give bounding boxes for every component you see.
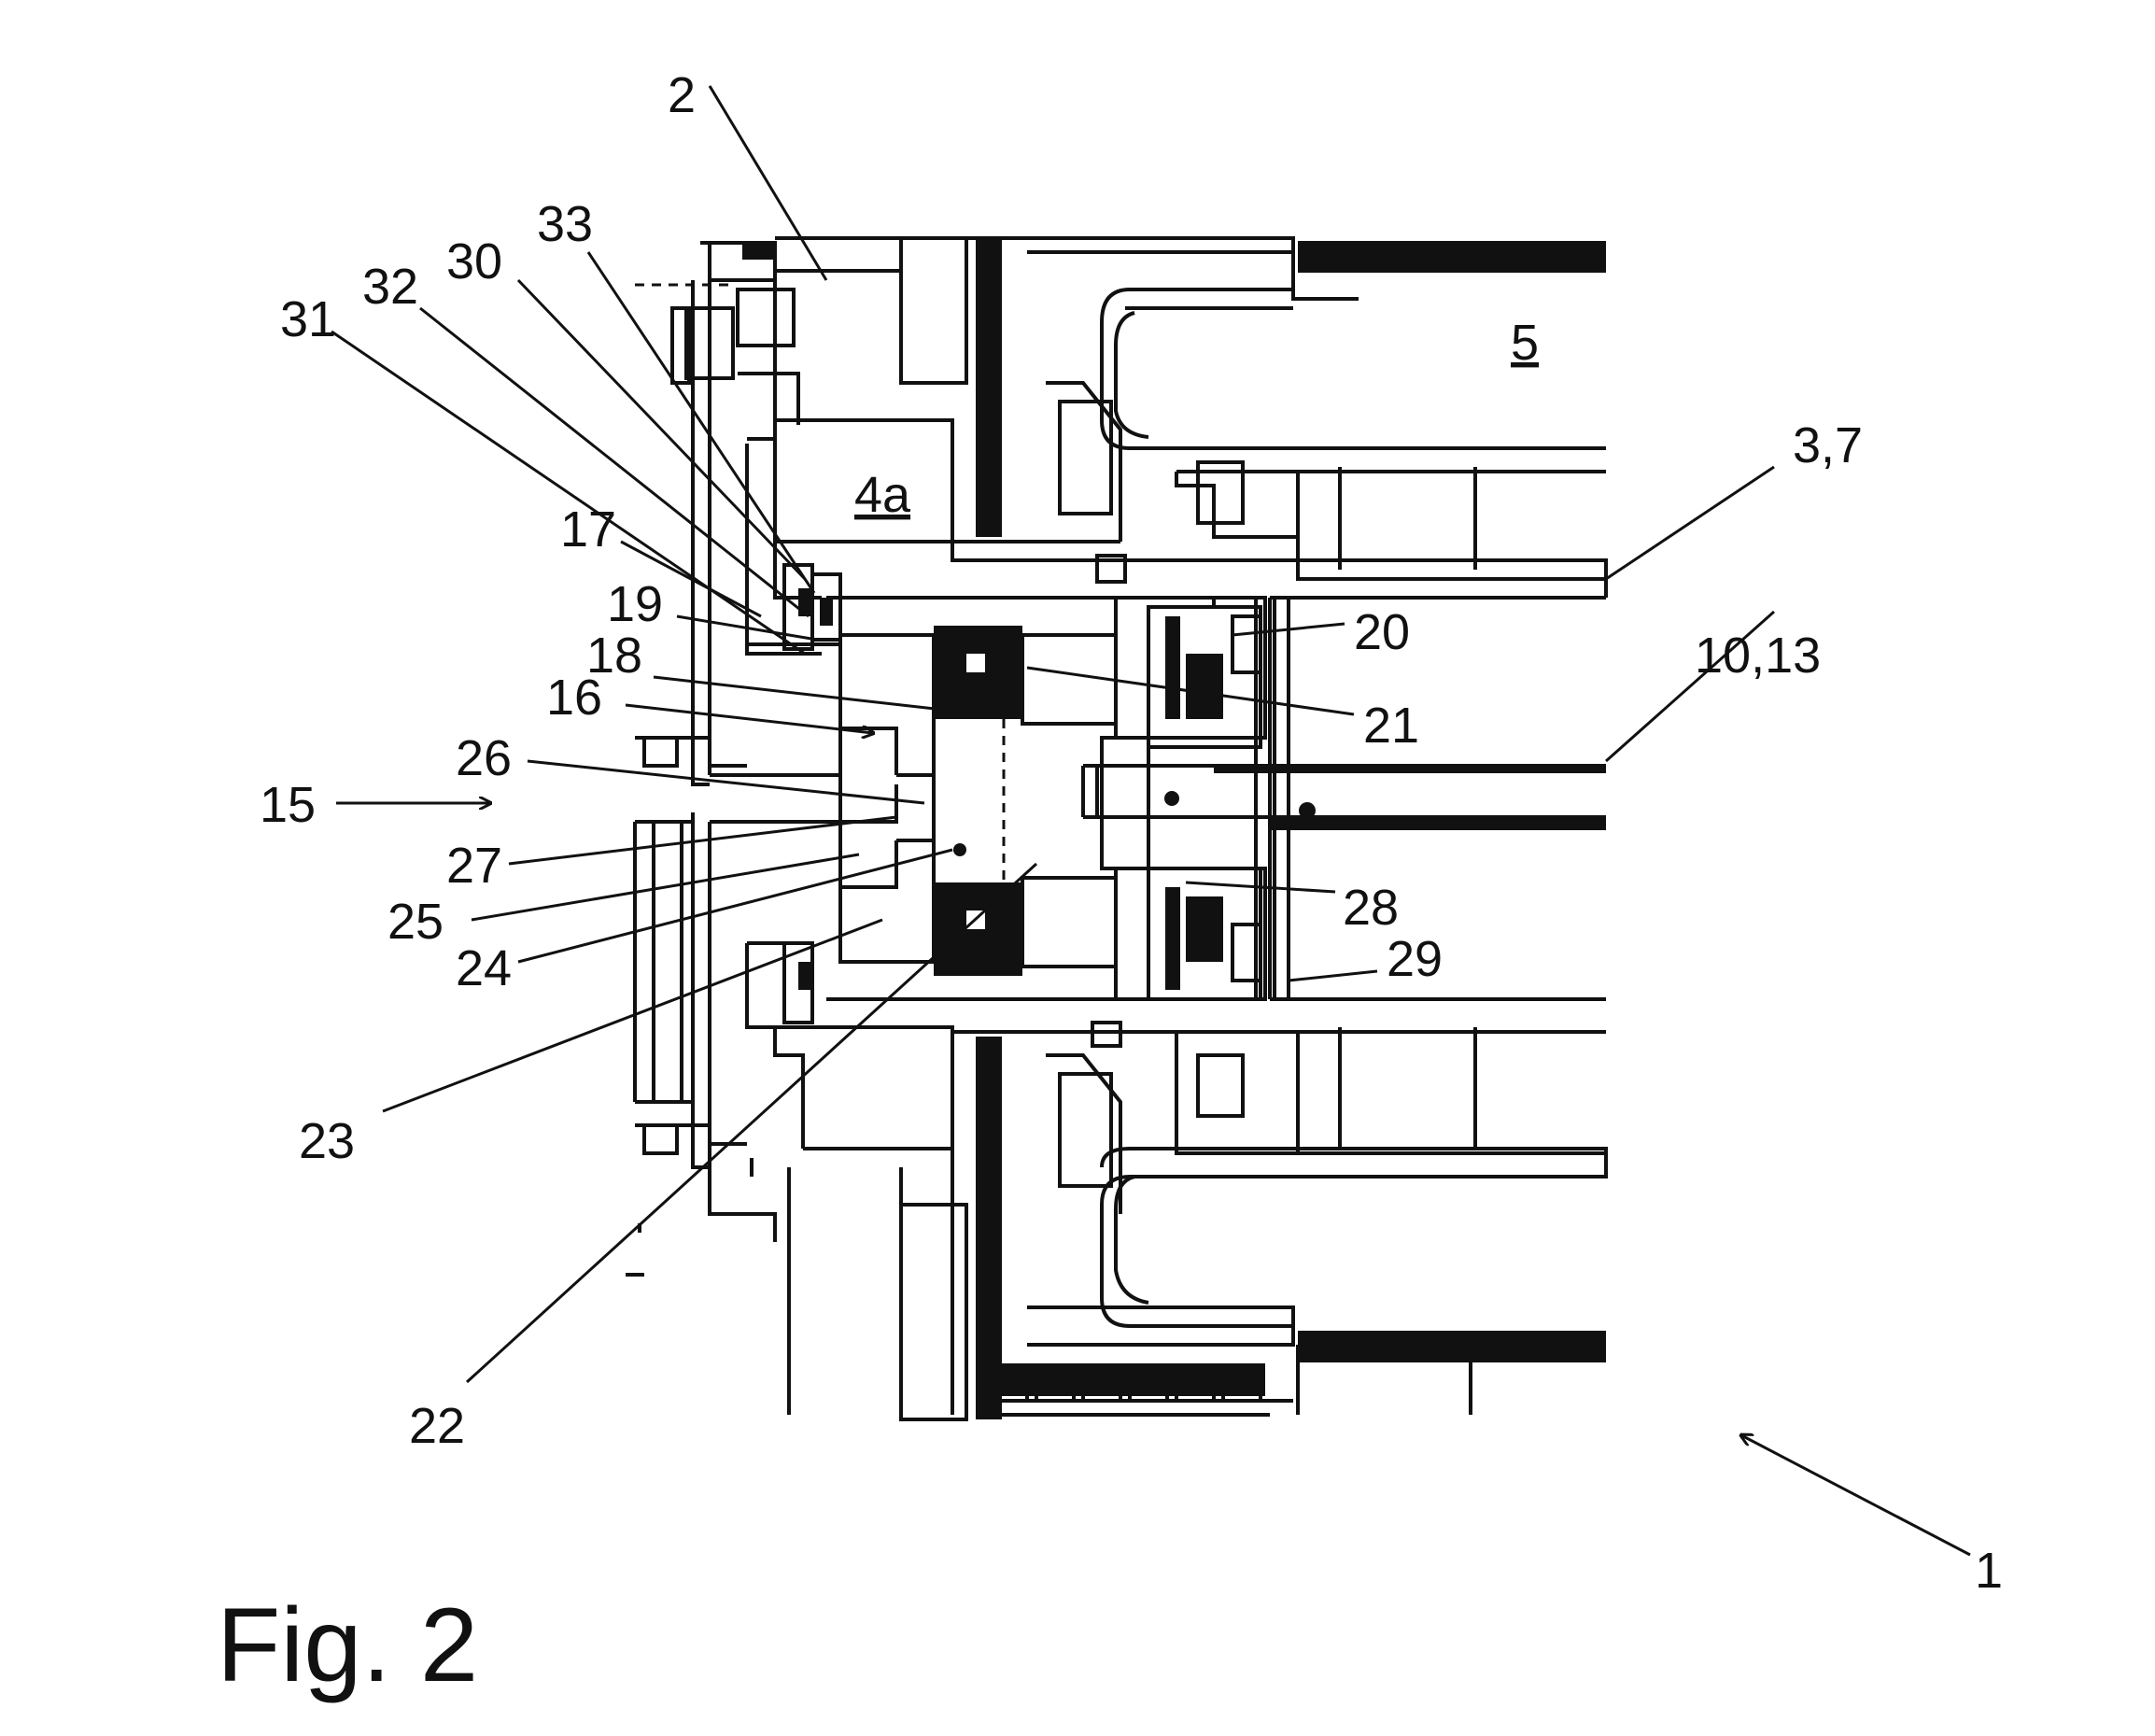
bottom-lines bbox=[626, 1149, 1472, 1415]
leader-29 bbox=[1288, 969, 1378, 982]
leader-23 bbox=[382, 918, 883, 1113]
leader-31 bbox=[331, 330, 806, 656]
label-3-7: 3,7 bbox=[1793, 417, 1863, 473]
shaft bbox=[1081, 764, 1606, 830]
label-5: 5 bbox=[1511, 315, 1539, 371]
leader-26 bbox=[527, 759, 925, 805]
leader-3-7 bbox=[1605, 465, 1775, 581]
chamber-4a bbox=[745, 418, 954, 656]
leader-27 bbox=[508, 815, 897, 866]
label-20: 20 bbox=[1354, 604, 1410, 660]
label-23: 23 bbox=[299, 1113, 355, 1169]
label-21: 21 bbox=[1363, 698, 1419, 754]
label-30: 30 bbox=[446, 233, 502, 289]
label-17: 17 bbox=[560, 501, 616, 557]
leader-33 bbox=[586, 251, 816, 594]
label-32: 32 bbox=[362, 259, 418, 315]
label-33: 33 bbox=[537, 196, 593, 252]
leader-lines bbox=[331, 85, 1971, 1557]
leader-1 bbox=[1741, 1435, 1971, 1557]
top-fitting bbox=[635, 241, 800, 425]
leader-30 bbox=[516, 278, 807, 581]
leader-32 bbox=[419, 306, 810, 618]
leader-16 bbox=[625, 703, 873, 733]
channel bbox=[1270, 596, 1606, 1001]
label-26: 26 bbox=[456, 730, 512, 786]
label-2: 2 bbox=[668, 67, 696, 123]
inlet-left bbox=[633, 736, 898, 1155]
leader-20 bbox=[1232, 622, 1345, 637]
leader-22 bbox=[465, 862, 1038, 1384]
bottom-grid bbox=[983, 1366, 1270, 1417]
label-19: 19 bbox=[607, 576, 663, 632]
leader-17 bbox=[620, 540, 762, 618]
upper-housing bbox=[700, 236, 1608, 598]
lower-housing bbox=[899, 1021, 1608, 1421]
reference-labels: 2 33 30 32 31 5 4a 3,7 17 19 20 18 16 21… bbox=[260, 67, 2003, 1599]
label-18: 18 bbox=[586, 628, 642, 684]
label-28: 28 bbox=[1343, 880, 1399, 936]
leader-19 bbox=[676, 614, 818, 642]
label-15: 15 bbox=[260, 777, 316, 833]
label-24: 24 bbox=[456, 940, 512, 996]
leader-25 bbox=[471, 853, 860, 922]
label-27: 27 bbox=[446, 838, 502, 894]
drawing-body bbox=[626, 236, 1608, 1421]
figure-caption: Fig. 2 bbox=[217, 1587, 478, 1703]
leader-24 bbox=[517, 848, 953, 964]
label-1: 1 bbox=[1975, 1543, 2003, 1599]
seal-package-bottom bbox=[708, 941, 954, 1242]
right-bearing bbox=[1100, 596, 1272, 1001]
leader-21 bbox=[1026, 666, 1355, 716]
label-29: 29 bbox=[1387, 931, 1443, 987]
label-31: 31 bbox=[280, 291, 336, 347]
label-25: 25 bbox=[387, 894, 444, 950]
leader-28 bbox=[1185, 881, 1336, 894]
leader-18 bbox=[653, 675, 944, 712]
label-10-13: 10,13 bbox=[1695, 628, 1821, 684]
leader-2 bbox=[708, 85, 828, 281]
label-4a: 4a bbox=[854, 467, 911, 523]
label-22: 22 bbox=[409, 1398, 465, 1454]
label-16: 16 bbox=[546, 670, 602, 726]
leader-10-13 bbox=[1605, 610, 1775, 763]
